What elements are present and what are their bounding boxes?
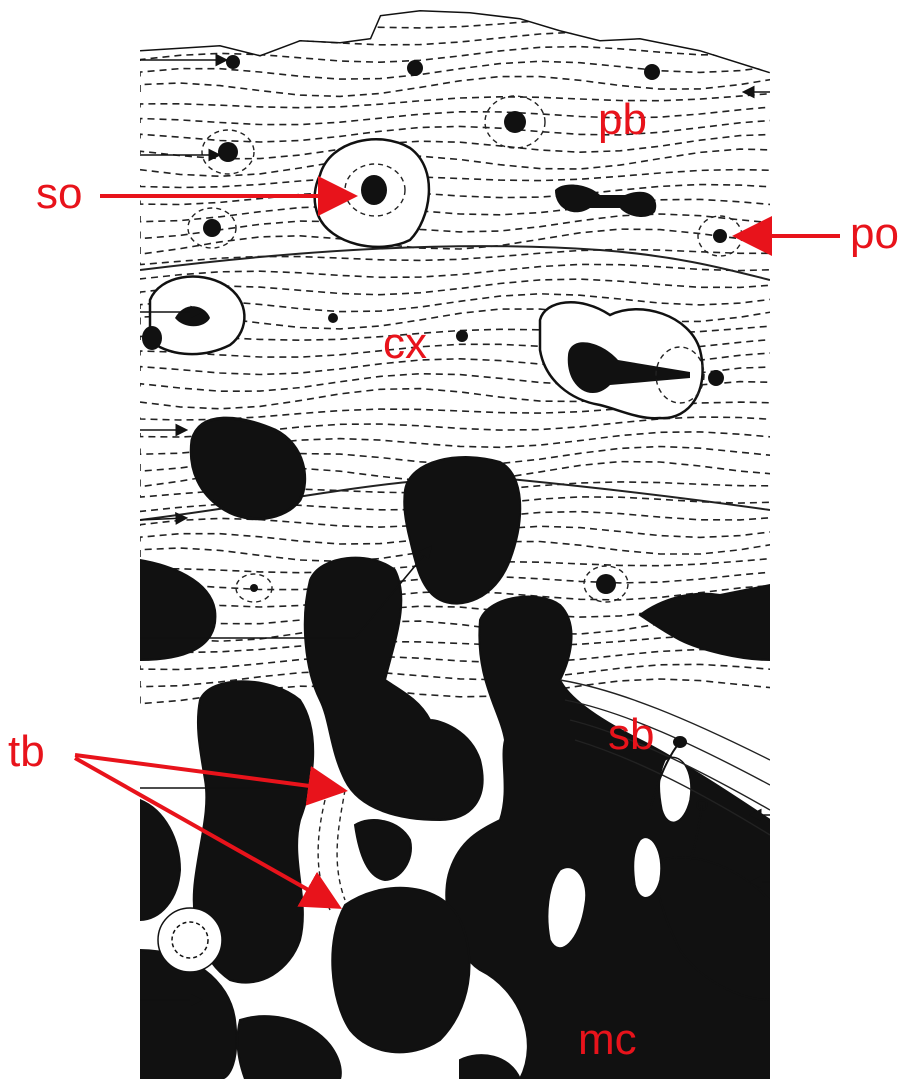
label-sb: sb [608,713,654,757]
bone-section [140,0,780,1079]
label-tb: tb [8,730,45,774]
label-po: po [850,212,899,256]
label-so: so [36,172,82,216]
label-cx: cx [383,322,427,366]
label-mc: mc [578,1018,637,1062]
label-pb: pb [598,98,647,142]
